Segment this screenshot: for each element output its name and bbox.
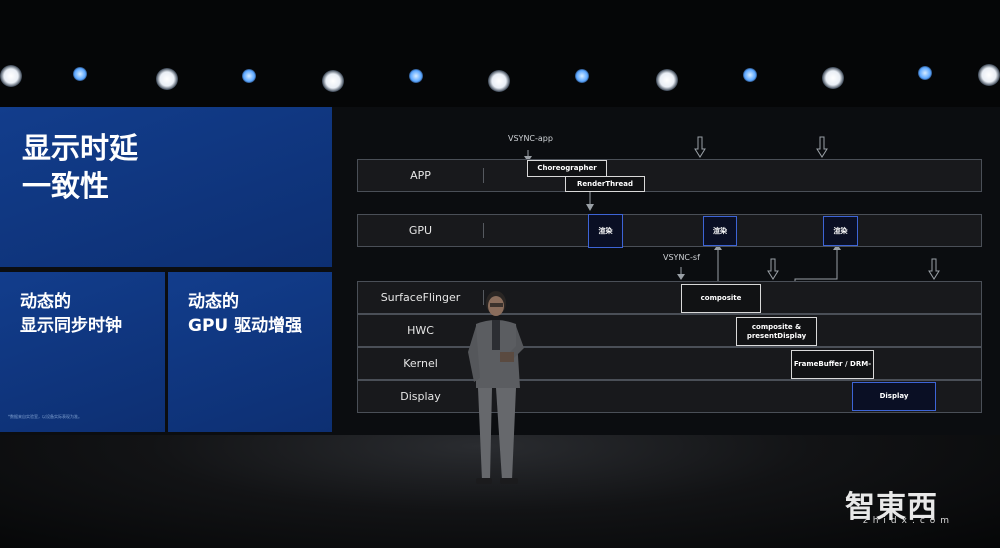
composite-present-box: composite & presentDisplay [736, 317, 817, 346]
gpu-panel-text: 动态的 GPU 驱动增强 [188, 292, 303, 336]
renderthread-box: RenderThread [565, 176, 645, 192]
lane-separator [483, 223, 484, 238]
footnote: *数据来自实验室，以设备实际表现为准。 [8, 414, 82, 419]
stage-light [488, 70, 510, 92]
stage-light [575, 69, 589, 83]
lane-gpu: GPU [357, 214, 982, 247]
logo-en-text: zhidx.com [863, 516, 955, 526]
stage-light [242, 69, 256, 83]
lane-separator [483, 290, 484, 305]
choreographer-box: Choreographer [527, 160, 607, 177]
render-box-1: 渲染 [588, 214, 623, 248]
lane-kernel: Kernel [357, 347, 982, 380]
clock-panel: 动态的 显示同步时钟 *数据来自实验室，以设备实际表现为准。 [0, 272, 165, 432]
stage-light [978, 64, 1000, 86]
lane-label: GPU [408, 224, 433, 237]
stage-light [822, 67, 844, 89]
stage-light [156, 68, 178, 90]
stage-light [656, 69, 678, 91]
zhidx-logo: 智東西 zhidx.com [845, 482, 980, 532]
stage-light [743, 68, 757, 82]
stage-lights [0, 55, 1000, 95]
stage-light [73, 67, 87, 81]
lane-label: HWC [407, 324, 434, 337]
stage-light [918, 66, 932, 80]
stage-floor [0, 435, 1000, 548]
vsync-sf-label: VSYNC-sf [663, 253, 700, 262]
lane-label: SurfaceFlinger [380, 291, 461, 304]
composite-box: composite [681, 284, 761, 313]
lane-app: APP [357, 159, 982, 192]
gpu-panel: 动态的 GPU 驱动增强 [168, 272, 332, 432]
lane-separator [483, 168, 484, 183]
title-panel: 显示时延 一致性 [0, 107, 332, 267]
clock-panel-text: 动态的 显示同步时钟 [20, 292, 122, 336]
lane-hwc: HWC [357, 314, 982, 347]
render-box-2: 渲染 [703, 216, 737, 246]
stage-light [0, 65, 22, 87]
lane-label: Kernel [403, 357, 438, 370]
lane-label: Display [400, 390, 441, 403]
lane-label: APP [410, 169, 431, 182]
timing-diagram: VSYNC-app VSYNC-sf APP GPU SurfaceFlinge… [340, 107, 1000, 435]
vsync-app-label: VSYNC-app [508, 134, 553, 143]
display-box: Display [852, 382, 936, 411]
logo-cn-text: 智東西 [845, 490, 938, 525]
slide-title: 显示时延 一致性 [22, 131, 139, 203]
stage-light [409, 69, 423, 83]
stage-light [322, 70, 344, 92]
render-box-3: 渲染 [823, 216, 858, 246]
framebuffer-box: FrameBuffer / DRM- [791, 350, 874, 379]
presenter [468, 291, 524, 484]
lane-surfaceflinger: SurfaceFlinger [357, 281, 982, 314]
